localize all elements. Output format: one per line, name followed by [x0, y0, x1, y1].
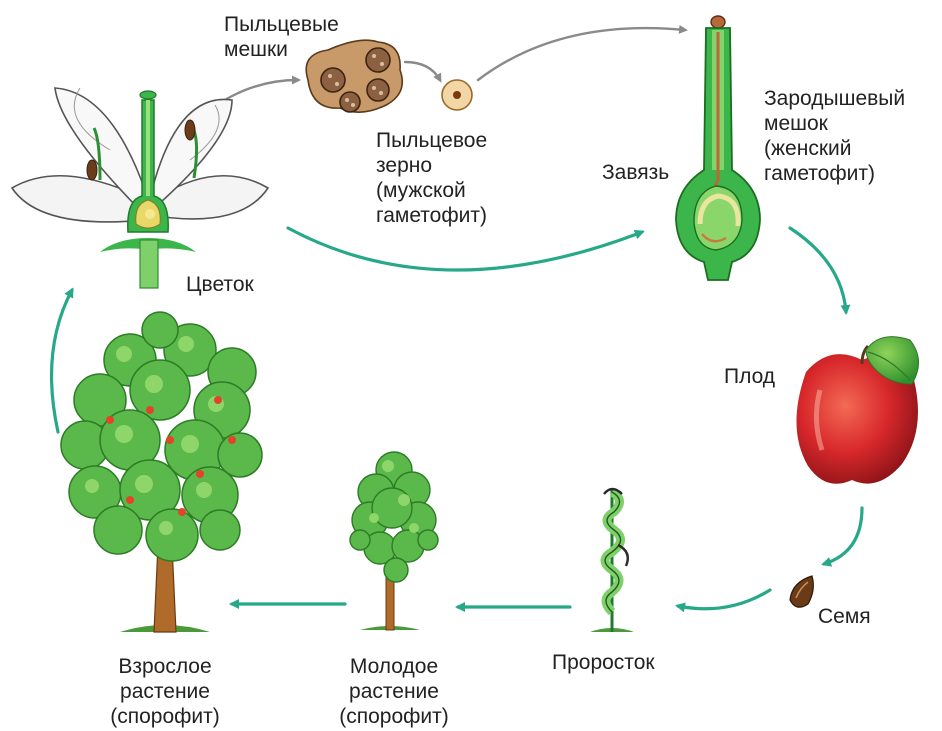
label-fruit: Плод: [724, 364, 775, 389]
pollen-grain-illustration: [442, 80, 472, 110]
label-adult-plant: Взрослое растение (спорофит): [90, 654, 240, 729]
arrow-fruit-to-seed: [824, 508, 862, 564]
arrow-grain-to-ovary: [478, 28, 685, 80]
label-sprout: Проросток: [552, 650, 655, 675]
ovary-illustration: [676, 16, 760, 280]
label-flower: Цветок: [186, 272, 254, 297]
adult-tree-illustration: [61, 312, 262, 632]
seed-illustration: [790, 576, 813, 607]
flower-illustration: [12, 88, 268, 288]
arrow-ovary-to-fruit: [790, 228, 846, 312]
sprout-illustration: [590, 488, 634, 632]
label-seed: Семя: [818, 604, 871, 629]
label-ovary: Завязь: [602, 160, 669, 185]
arrow-seed-to-sprout: [678, 590, 770, 609]
label-pollen-sacs: Пыльцевые мешки: [224, 12, 339, 62]
arrow-adult-to-flower: [52, 290, 72, 432]
young-tree-illustration: [350, 452, 438, 630]
label-pollen-grain: Пыльцевое зерно (мужской гаметофит): [376, 128, 487, 228]
apple-fruit-illustration: [796, 337, 918, 484]
arrow-pollen-sacs-to-grain: [405, 62, 440, 80]
label-embryo-sac: Зародышевый мешок (женский гаметофит): [764, 86, 905, 186]
label-young-plant: Молодое растение (спорофит): [324, 654, 464, 729]
arrow-flower-to-ovary: [288, 228, 642, 270]
